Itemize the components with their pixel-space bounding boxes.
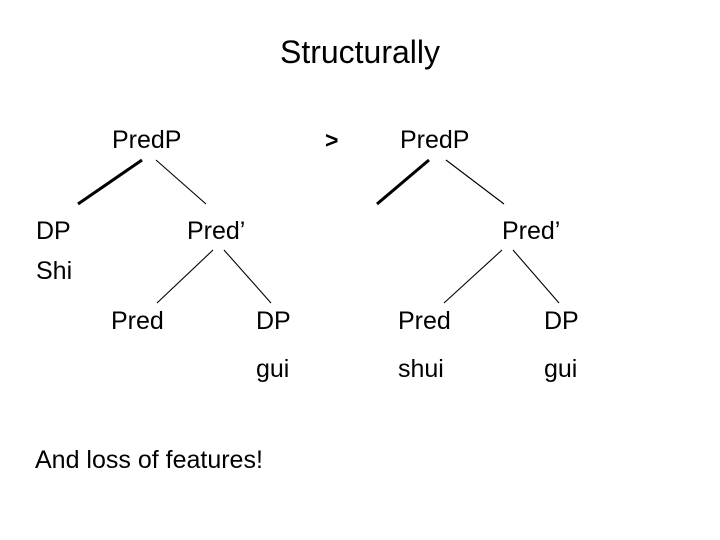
right-branch-predp-spec [376, 158, 430, 206]
right-branch-predbar-pred [443, 249, 503, 304]
left-branch-predbar-pred [156, 249, 214, 304]
left-tree-node-dp-specifier: DP [36, 217, 71, 245]
right-tree-node-predp: PredP [400, 126, 470, 154]
left-branch-predbar-dp [223, 249, 272, 304]
right-tree-word-shui: shui [398, 355, 444, 383]
page-title: Structurally [279, 34, 441, 70]
right-branch-predp-predbar [445, 159, 505, 205]
left-tree-word-gui: gui [256, 355, 290, 383]
footer-note: And loss of features! [35, 446, 263, 474]
left-tree-node-dp-complement: DP [256, 307, 291, 335]
left-tree-node-pred-head: Pred [111, 307, 164, 335]
left-tree-word-shi: Shi [36, 257, 73, 285]
right-tree-node-pred-head: Pred [398, 307, 451, 335]
left-tree-node-pred-bar: Pred’ [187, 217, 246, 245]
right-tree-word-gui: gui [544, 355, 578, 383]
right-branch-predbar-dp [512, 249, 560, 304]
comparison-operator: > [325, 127, 339, 153]
left-branch-predp-dp [77, 158, 143, 206]
right-tree-node-pred-bar: Pred’ [502, 217, 561, 245]
right-tree-node-dp-complement: DP [544, 307, 579, 335]
left-tree-node-predp: PredP [112, 126, 182, 154]
left-branch-predp-predbar [155, 159, 207, 205]
